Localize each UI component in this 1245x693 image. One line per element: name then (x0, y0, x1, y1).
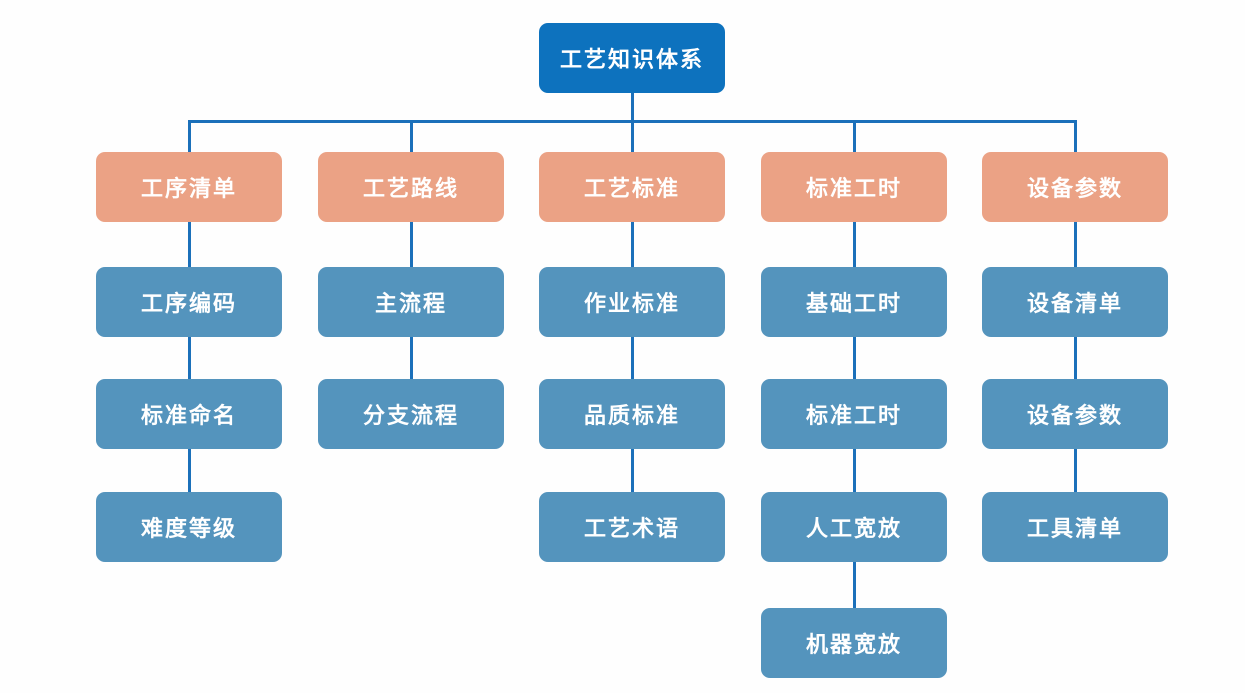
connector-col1-parent-child1 (188, 220, 191, 269)
node-process-code: 工序编码 (96, 267, 282, 337)
node-standard-hours: 标准工时 (761, 152, 947, 222)
node-base-hours: 基础工时 (761, 267, 947, 337)
node-process-standard: 工艺标准 (539, 152, 725, 222)
node-equipment-params: 设备参数 (982, 152, 1168, 222)
node-branch-flow: 分支流程 (318, 379, 504, 449)
connector-bus-to-equipment-params (1074, 120, 1077, 154)
node-difficulty-level: 难度等级 (96, 492, 282, 562)
node-tool-list: 工具清单 (982, 492, 1168, 562)
connector-root-to-bus (631, 92, 634, 123)
connector-col2-parent-child1 (410, 220, 413, 269)
node-process-route: 工艺路线 (318, 152, 504, 222)
connector-col1-child2-child3 (188, 448, 191, 494)
connector-col5-child2-child3 (1074, 448, 1077, 494)
node-equipment-params-child: 设备参数 (982, 379, 1168, 449)
node-process-terminology: 工艺术语 (539, 492, 725, 562)
connector-bus-to-process-route (410, 120, 413, 154)
node-standard-naming: 标准命名 (96, 379, 282, 449)
connector-col3-child2-child3 (631, 448, 634, 494)
connector-bus-to-process-list (188, 120, 191, 154)
node-process-list: 工序清单 (96, 152, 282, 222)
connector-col1-child1-child2 (188, 336, 191, 381)
connector-col4-child3-child4 (853, 561, 856, 610)
connector-col4-parent-child1 (853, 220, 856, 269)
node-quality-standard: 品质标准 (539, 379, 725, 449)
node-labor-allowance: 人工宽放 (761, 492, 947, 562)
node-standard-hours-child: 标准工时 (761, 379, 947, 449)
node-machine-allowance: 机器宽放 (761, 608, 947, 678)
connector-col5-parent-child1 (1074, 220, 1077, 269)
node-main-flow: 主流程 (318, 267, 504, 337)
connector-col3-parent-child1 (631, 220, 634, 269)
connector-bus-to-process-standard (631, 120, 634, 154)
connector-bus-to-standard-hours (853, 120, 856, 154)
node-equipment-list: 设备清单 (982, 267, 1168, 337)
node-operation-standard: 作业标准 (539, 267, 725, 337)
connector-col3-child1-child2 (631, 336, 634, 381)
connector-col4-child1-child2 (853, 336, 856, 381)
node-root: 工艺知识体系 (539, 23, 725, 93)
connector-col5-child1-child2 (1074, 336, 1077, 381)
connector-col4-child2-child3 (853, 448, 856, 494)
connector-col2-child1-child2 (410, 336, 413, 381)
